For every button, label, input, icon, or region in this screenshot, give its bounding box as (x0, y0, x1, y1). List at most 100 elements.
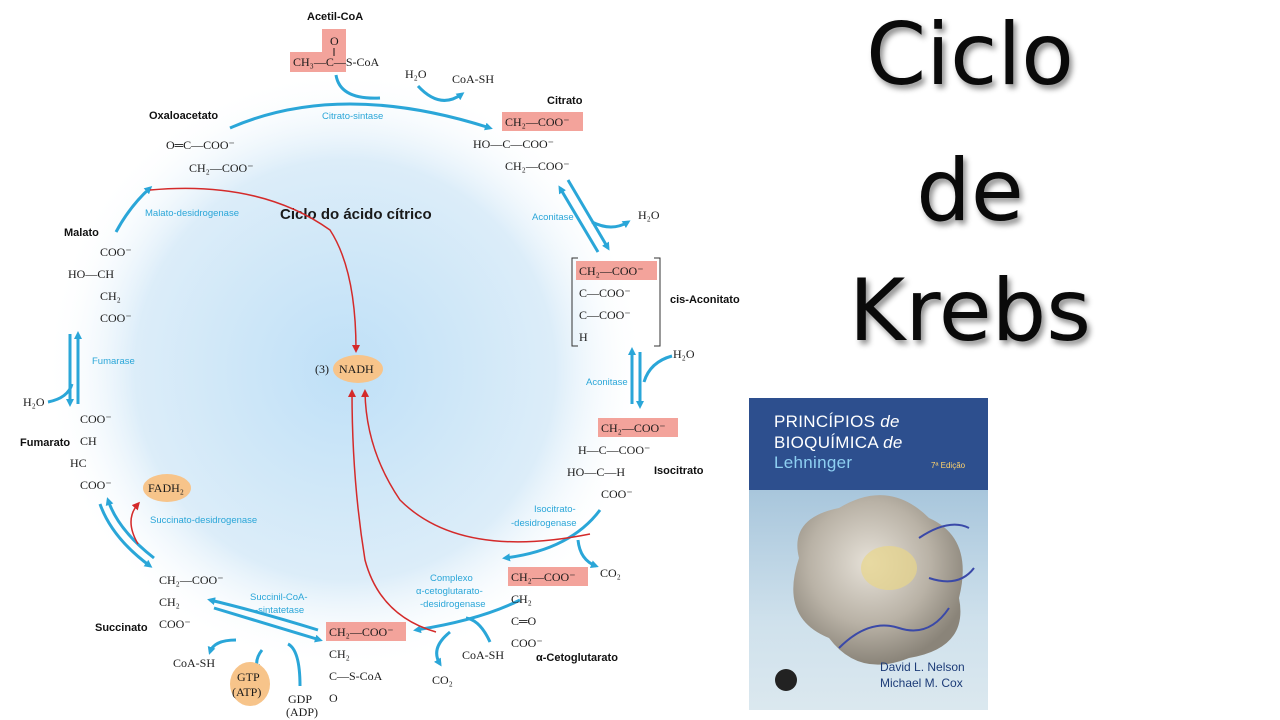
succinylcoa-highlight (326, 622, 406, 641)
book-title-line-1: PRINCÍPIOS de (774, 412, 900, 432)
water-2: H₂O (638, 208, 660, 222)
citrate-name: Citrato (547, 95, 583, 107)
acetylcoa-formula-1: O (330, 34, 339, 48)
arrow-co2-out-1 (576, 539, 599, 568)
succinylcoa-formula-3: C—S-CoA (329, 669, 383, 683)
isocitrate-formula-4: COO⁻ (601, 487, 633, 501)
succinate-formula-2: CH₂ (159, 595, 180, 609)
enzyme-fumarase: Fumarase (92, 356, 135, 367)
fumarate-name: Fumarato (20, 437, 70, 449)
atp-label: (ATP) (232, 685, 261, 699)
fumarate-formula-4: COO⁻ (80, 478, 112, 492)
cisaconitate-formula-4: H (579, 330, 588, 344)
red-arrow-mdh-nadh (149, 187, 360, 353)
acetylcoa-name: Acetil-CoA (307, 11, 363, 23)
book-title-principios: PRINCÍPIOS (774, 412, 876, 431)
nadh-badge (333, 355, 383, 383)
adp: (ADP) (286, 705, 318, 719)
fadh2-label: FADH₂ (148, 481, 184, 495)
red-arrow-sdh-fadh2 (130, 501, 140, 545)
arrow-water-out (591, 220, 631, 229)
book-author-1: David L. Nelson (880, 660, 965, 674)
enzyme-aconitase-2: Aconitase (586, 377, 628, 388)
arrow-coash-out (416, 84, 465, 102)
acetylcoa-formula-2: CH₃—C—S-CoA (293, 55, 380, 69)
malate-formula-1: COO⁻ (100, 245, 132, 259)
coash-1: CoA-SH (452, 72, 494, 86)
isocitrate-highlight (598, 418, 678, 437)
fumarate-formula-2: CH (80, 434, 97, 448)
book-title-de-1: de (880, 412, 900, 431)
isocitrate-name: Isocitrato (654, 465, 704, 477)
enzyme-isocitrate-dh-1: Isocitrato- (534, 504, 576, 515)
enzyme-malate-dh: Malato-desidrogenase (145, 208, 239, 219)
coash-3: CoA-SH (173, 656, 215, 670)
book-title-bioquimica: BIOQUÍMICA (774, 433, 879, 452)
arrow-mdh (114, 185, 153, 233)
co2-1: CO₂ (600, 566, 621, 580)
red-arrow-idh-nadh (361, 389, 591, 543)
arrow-scs-rev (213, 606, 323, 643)
fumarate-formula-3: HC (70, 456, 87, 470)
isocitrate-formula-1: CH₂—COO⁻ (601, 421, 666, 435)
arrow-citrate-synthase (229, 102, 493, 131)
akg-formula-2: CH₂ (511, 592, 532, 606)
title-line-3: Krebs (848, 261, 1092, 361)
publisher-logo (775, 669, 797, 691)
book-title-de-2: de (883, 433, 903, 452)
cisaconitate-formula-1: CH₂—COO⁻ (579, 264, 644, 278)
enzyme-scs-1: Succinil-CoA- (250, 592, 308, 603)
cisaconitate-formula-2: C—COO⁻ (579, 286, 631, 300)
acetylcoa-highlight (290, 29, 346, 72)
akg-name: α-Cetoglutarato (536, 652, 618, 664)
book-cover: PRINCÍPIOS de BIOQUÍMICA de Lehninger 7ª… (749, 398, 988, 710)
nadh-count: (3) (315, 362, 329, 376)
nadh-label: NADH (339, 362, 374, 376)
arrow-gdp-in (287, 642, 302, 687)
succinate-formula-3: COO⁻ (159, 617, 191, 631)
succinylcoa-formula-4: O (329, 691, 338, 705)
enzyme-succinate-dh: Succinato-desidrogenase (150, 515, 257, 526)
book-cover-header (749, 398, 988, 490)
akg-formula-4: COO⁻ (511, 636, 543, 650)
malate-name: Malato (64, 227, 99, 239)
fumarate-formula-1: COO⁻ (80, 412, 112, 426)
arrow-acetylcoa-in (334, 74, 381, 100)
citrate-formula-1: CH₂—COO⁻ (505, 115, 570, 129)
book-author-2: Michael M. Cox (880, 676, 963, 690)
enzyme-aconitase-1: Aconitase (532, 212, 574, 223)
akg-highlight (508, 567, 588, 586)
arrow-isocitrate-dh (502, 509, 602, 562)
book-edition: 7ª Edição (931, 461, 966, 470)
gtp-label: GTP (237, 670, 260, 684)
isocitrate-formula-2: H—C—COO⁻ (578, 443, 650, 457)
title-line-1: Ciclo (866, 5, 1074, 105)
citrate-formula-2: HO—C—COO⁻ (473, 137, 554, 151)
co2-2: CO₂ (432, 673, 453, 687)
water-1: H₂O (405, 67, 427, 81)
enzyme-akg-dh-1: Complexo (430, 573, 473, 584)
arrow-scs-fwd (207, 597, 319, 632)
enzyme-akg-dh-3: -desidrogenase (420, 599, 486, 610)
succinate-formula-1: CH₂—COO⁻ (159, 573, 224, 587)
cisaconitate-bracket-left (571, 257, 578, 347)
enzyme-isocitrate-dh-2: -desidrogenase (511, 518, 577, 529)
malate-formula-4: COO⁻ (100, 311, 132, 325)
krebs-cycle-diagram: Ciclo do ácido cítrico Citrat (20, 11, 740, 719)
citrate-highlight (502, 112, 583, 131)
akg-formula-3: C═O (511, 614, 537, 628)
enzyme-scs-2: -sintatetase (255, 605, 304, 616)
book-title-lehninger: Lehninger (774, 453, 853, 472)
succinylcoa-formula-2: CH₂ (329, 647, 350, 661)
arrow-coash-out-2 (207, 638, 237, 655)
arrow-water-in-2 (47, 383, 74, 404)
oxaloacetate-formula-2: CH₂—COO⁻ (189, 161, 254, 175)
gdp: GDP (288, 692, 312, 706)
cisaconitate-name: cis-Aconitato (670, 294, 740, 306)
enzyme-citrate-synthase: Citrato-sintase (322, 111, 383, 122)
fadh2-badge (143, 474, 191, 502)
arrow-co2-out-2 (433, 630, 451, 667)
malate-formula-3: CH₂ (100, 289, 121, 303)
coash-2: CoA-SH (462, 648, 504, 662)
water-4: H₂O (23, 395, 45, 409)
